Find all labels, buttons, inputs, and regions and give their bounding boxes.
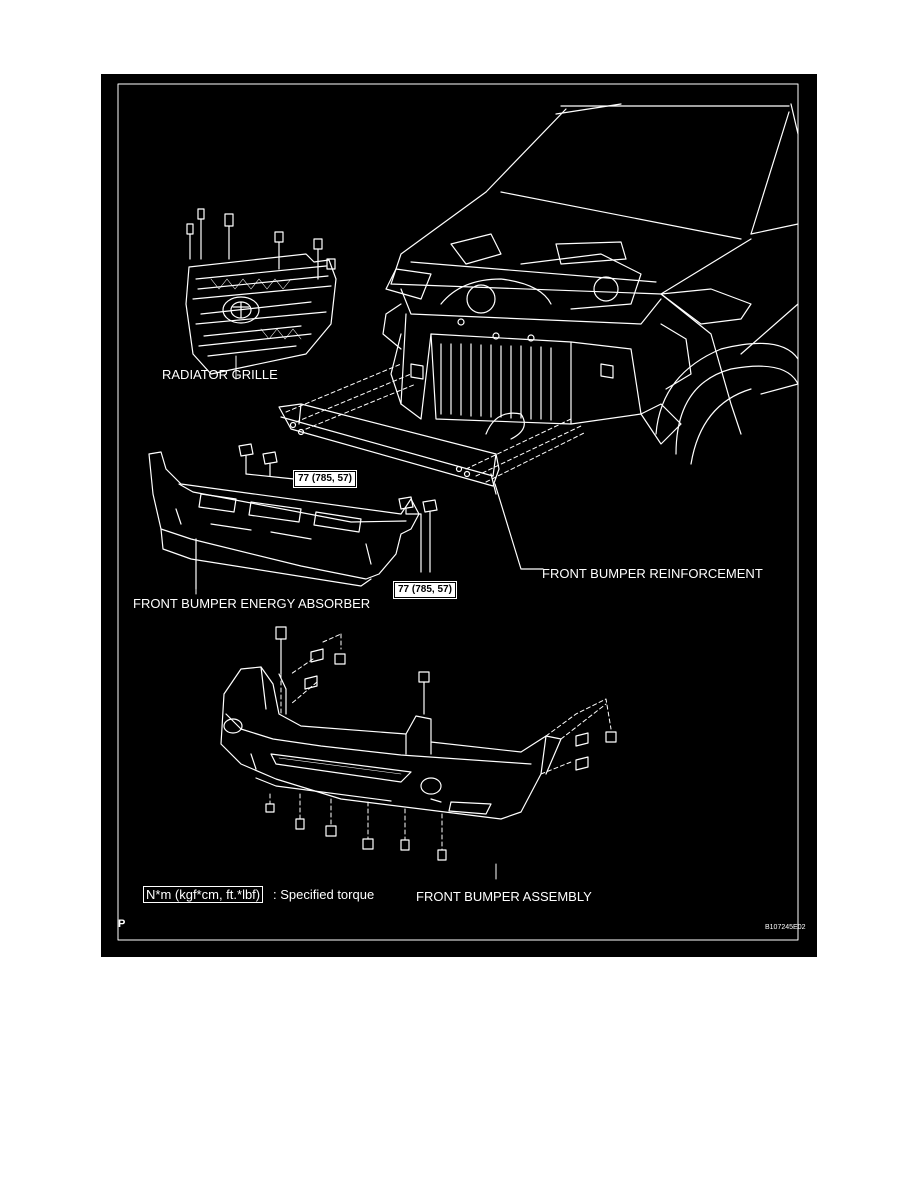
- legend-unit-box: N*m (kgf*cm, ft.*lbf): [143, 886, 264, 903]
- diagram-artwork: [117, 83, 799, 941]
- label-front-bumper-assembly: FRONT BUMPER ASSEMBLY: [416, 889, 592, 904]
- label-front-bumper-reinforcement: FRONT BUMPER REINFORCEMENT: [542, 566, 763, 581]
- inner-frame: [117, 83, 799, 941]
- energy-absorber-drawing: [148, 451, 420, 590]
- label-front-bumper-energy-absorber: FRONT BUMPER ENERGY ABSORBER: [133, 596, 371, 611]
- grille-clips: [186, 208, 336, 280]
- corner-letter: P: [118, 918, 126, 930]
- lower-torque-bolts: [398, 496, 438, 573]
- radiator-grille-drawing: [185, 208, 337, 375]
- figure-code: B107245E02: [765, 924, 806, 931]
- legend-description: : Specified torque: [273, 887, 375, 902]
- vehicle-front-drawing: [382, 103, 799, 465]
- torque-spec-lower: 77 (785, 57): [393, 581, 457, 599]
- bumper-dashed-leaders: [269, 633, 612, 851]
- exploded-view-diagram: RADIATOR GRILLE FRONT BUMPER REINFORCEME…: [101, 74, 817, 957]
- front-bumper-assembly-drawing: [220, 666, 562, 820]
- label-radiator-grille: RADIATOR GRILLE: [162, 367, 278, 382]
- reinforcement-mount-lines: [285, 363, 587, 483]
- upper-torque-bolts: [238, 443, 295, 480]
- label-leader-lines: [195, 355, 542, 880]
- bumper-fasteners: [265, 626, 617, 861]
- torque-spec-upper: 77 (785, 57): [293, 470, 357, 488]
